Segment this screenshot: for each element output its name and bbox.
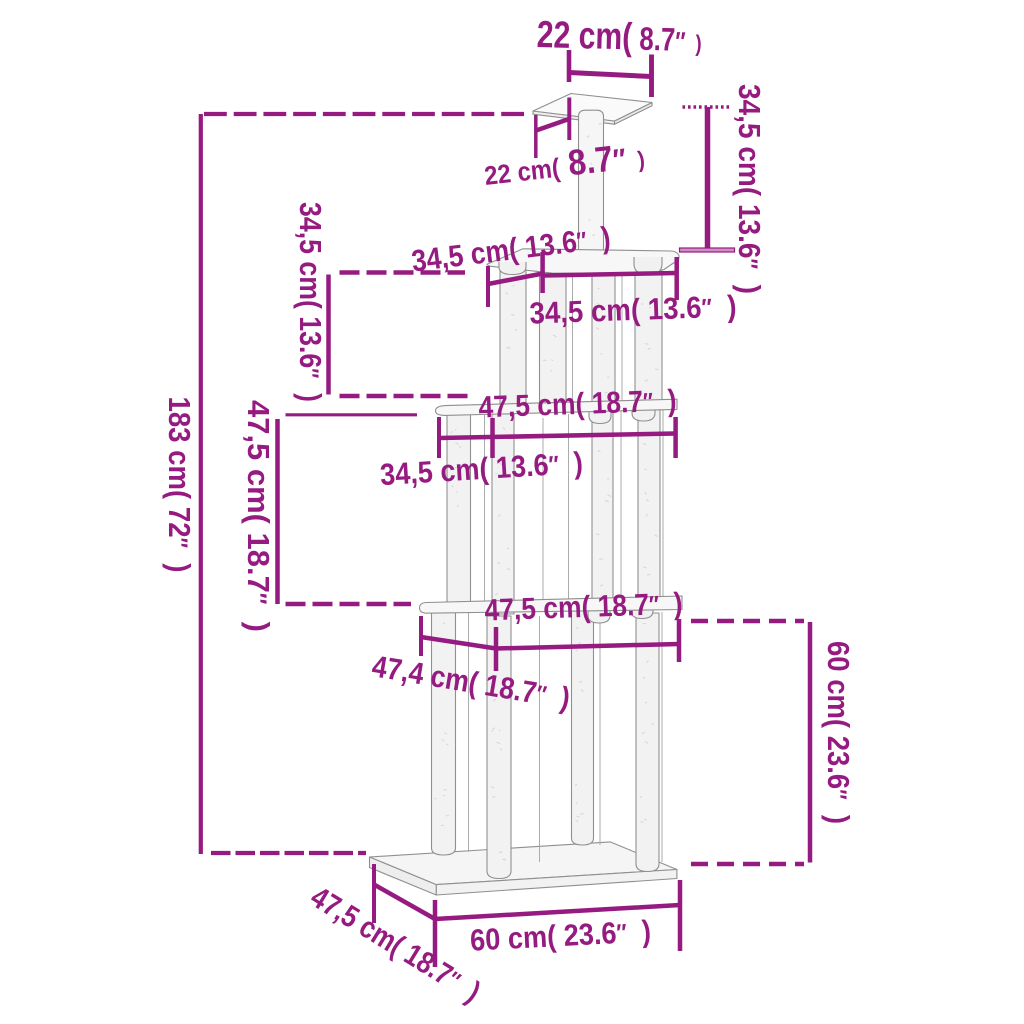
svg-text:183 cm( 72″ ): 183 cm( 72″ ) (162, 397, 196, 573)
svg-text:34,5 cm( 13.6″ ): 34,5 cm( 13.6″ ) (732, 84, 766, 294)
svg-text:34,5 cm( 13.6″ ): 34,5 cm( 13.6″ ) (529, 289, 737, 330)
svg-text:22 cm( 8.7″ ): 22 cm( 8.7″ ) (536, 14, 702, 60)
svg-text:34,5 cm( 13.6″ ): 34,5 cm( 13.6″ ) (293, 202, 327, 402)
svg-text:47,5 cm( 18.7″ ): 47,5 cm( 18.7″ ) (241, 400, 275, 632)
svg-text:22 cm( 8.7″ ): 22 cm( 8.7″ ) (482, 134, 647, 193)
svg-text:60 cm( 23.6″ ): 60 cm( 23.6″ ) (821, 641, 855, 824)
